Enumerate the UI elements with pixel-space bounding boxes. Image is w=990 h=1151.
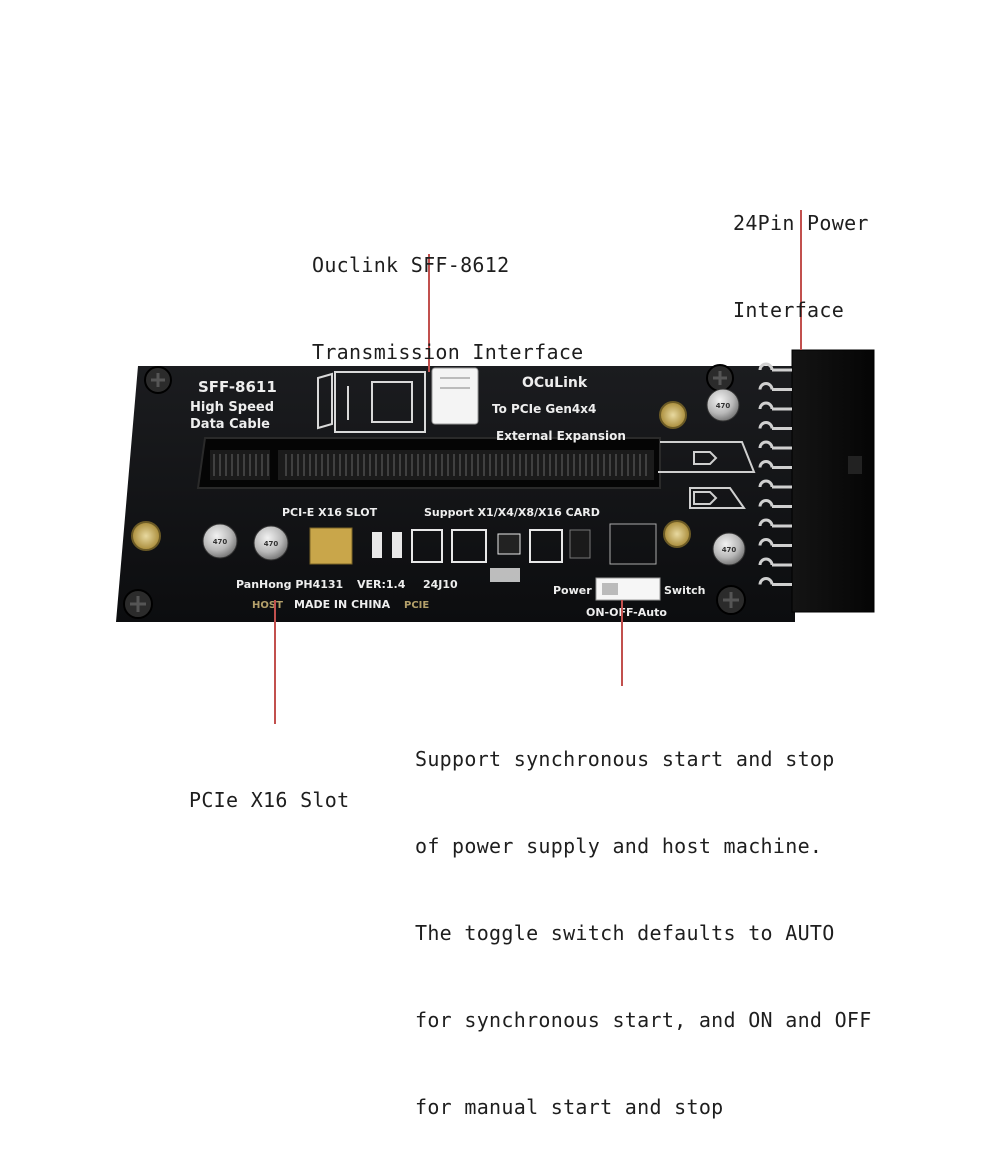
gold-pad-component — [309, 527, 353, 565]
capacitor-3: 470 — [706, 388, 740, 422]
oculink-interface-callout: Ouclink SFF-8612 Transmission Interface — [312, 193, 584, 396]
mounting-pad-left — [131, 521, 161, 551]
oculink-callout-line-1: Ouclink SFF-8612 — [312, 253, 510, 277]
screw-top-right — [706, 364, 734, 392]
atx-pin — [758, 440, 792, 450]
pcie-slot-callout: PCIe X16 Slot — [189, 728, 349, 844]
silk-model: PanHong PH4131 — [236, 578, 343, 591]
capacitor-2: 470 — [253, 525, 289, 561]
switch-callout-line-4: for synchronous start, and ON and OFF — [415, 1008, 872, 1032]
riser-board-photo: 470 470 470 470 SFF-8611 High Speed Data… — [116, 349, 875, 622]
leader-24pin — [800, 210, 802, 350]
leader-oculink — [428, 254, 430, 372]
silk-power: Power — [553, 584, 592, 597]
silk-sff8611: SFF-8611 — [198, 378, 277, 396]
pcie-callout-line-1: PCIe X16 Slot — [189, 788, 350, 812]
smd-components — [372, 523, 657, 582]
atx-pin — [758, 460, 792, 469]
capacitor-1: 470 — [202, 523, 238, 559]
power-callout-line-1: 24Pin Power — [733, 211, 869, 235]
silkscreen-arrows — [658, 441, 756, 509]
silk-pcie: PCIE — [404, 600, 429, 611]
svg-text:470: 470 — [213, 538, 228, 546]
atx-pin — [758, 401, 792, 411]
screw-bottom-right — [716, 585, 746, 615]
atx-pin — [758, 499, 792, 508]
switch-callout-line-1: Support synchronous start and stop — [415, 747, 835, 771]
pcie-x16-slot-graphic — [196, 437, 661, 489]
atx-24pin-connector-graphic — [758, 349, 875, 613]
silk-switch: Switch — [664, 584, 705, 597]
silk-date-code: 24J10 — [423, 578, 458, 591]
switch-callout-line-2: of power supply and host machine. — [415, 834, 823, 858]
oculink-socket — [431, 367, 479, 425]
screw-top-left — [144, 366, 172, 394]
oculink-connector-outline — [317, 371, 426, 433]
switch-callout-line-5: for manual start and stop — [415, 1095, 724, 1119]
atx-pin — [758, 518, 792, 528]
switch-callout-line-3: The toggle switch defaults to AUTO — [415, 921, 835, 945]
atx-pin — [758, 362, 792, 372]
atx-pin — [758, 557, 792, 567]
oculink-callout-line-2: Transmission Interface — [312, 340, 584, 364]
power-interface-callout: 24Pin Power Interface — [733, 151, 869, 354]
silk-switch-modes: ON-OFF-Auto — [586, 606, 667, 619]
atx-pin — [758, 382, 792, 391]
silk-version: VER:1.4 — [357, 578, 406, 591]
silk-oculink: OCuLink — [522, 375, 588, 391]
leader-pcie-slot — [274, 600, 276, 724]
mounting-pad-right-top — [659, 401, 687, 429]
silk-external-expansion: External Expansion — [496, 429, 626, 443]
silk-to-pcie: To PCIe Gen4x4 — [492, 402, 596, 416]
switch-description-callout: Support synchronous start and stop of po… — [415, 687, 872, 1151]
silk-made-in: MADE IN CHINA — [294, 598, 391, 611]
silk-data-cable: Data Cable — [190, 417, 270, 432]
svg-text:470: 470 — [716, 402, 731, 410]
atx-pin — [758, 421, 792, 430]
atx-pin — [758, 577, 792, 586]
power-callout-line-2: Interface — [733, 298, 845, 322]
svg-text:470: 470 — [264, 540, 279, 548]
atx-pin — [758, 538, 792, 547]
silk-host: HOST — [252, 600, 283, 611]
screw-bottom-left — [123, 589, 153, 619]
silk-slot-label: PCI-E X16 SLOT — [282, 506, 378, 519]
silk-support-label: Support X1/X4/X8/X16 CARD — [424, 506, 600, 519]
capacitor-4: 470 — [712, 532, 746, 566]
atx-pin — [758, 479, 792, 489]
silk-high-speed: High Speed — [190, 400, 274, 415]
svg-text:470: 470 — [722, 546, 737, 554]
mounting-pad-right-mid — [663, 520, 691, 548]
pcb-body — [116, 366, 795, 622]
leader-switch — [621, 600, 623, 686]
toggle-switch-knob — [602, 583, 618, 595]
